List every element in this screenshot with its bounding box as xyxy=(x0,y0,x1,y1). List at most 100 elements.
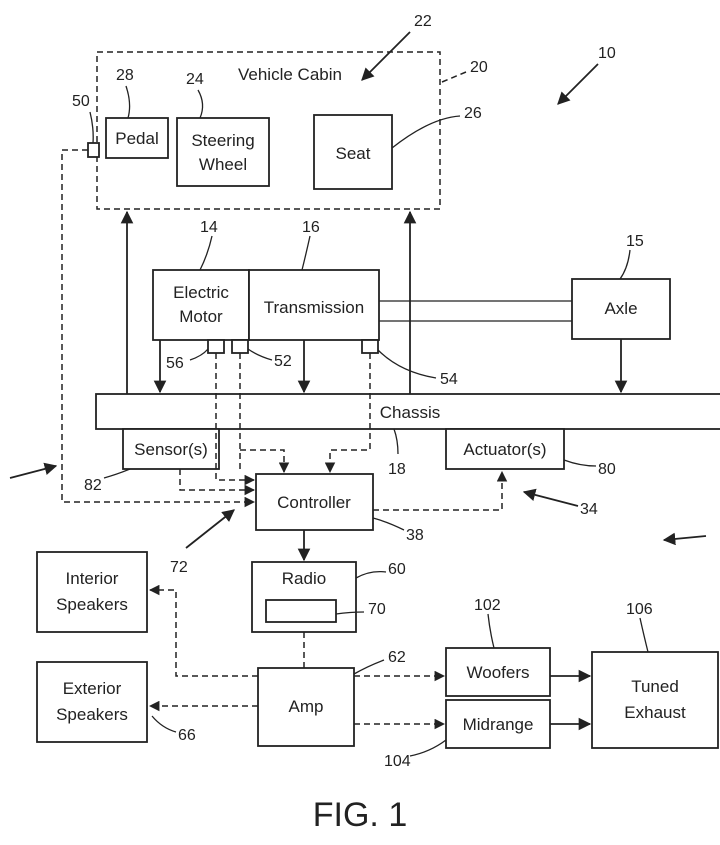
ref-14-leader xyxy=(200,236,212,270)
tuned-exhaust-label-line2: Exhaust xyxy=(624,703,686,722)
ref-82-leader xyxy=(104,469,130,478)
ref-62-leader xyxy=(354,660,384,674)
amp-label: Amp xyxy=(289,697,324,716)
ref-22-arrow xyxy=(362,32,410,80)
controller-label: Controller xyxy=(277,493,351,512)
ref-right-arrow xyxy=(664,536,706,540)
radio-label: Radio xyxy=(282,569,326,588)
ref-22: 22 xyxy=(414,13,432,30)
ref-24: 24 xyxy=(186,71,204,88)
steering-wheel-label-line2: Wheel xyxy=(199,155,247,174)
interior-speakers-label-line1: Interior xyxy=(66,569,119,588)
ref-82: 82 xyxy=(84,477,102,494)
ref-80: 80 xyxy=(598,461,616,478)
steering-wheel-label-line1: Steering xyxy=(191,131,254,150)
ref-left-arrow xyxy=(10,466,56,478)
seat-block: Seat xyxy=(314,115,392,189)
ref-106-leader xyxy=(640,618,648,652)
radio-block: Radio xyxy=(252,562,356,632)
ref-15-leader xyxy=(620,250,630,279)
ref-72-arrow xyxy=(186,510,234,548)
ref-10-arrow xyxy=(558,64,598,104)
midrange-label: Midrange xyxy=(463,715,534,734)
seat-label: Seat xyxy=(336,144,371,163)
exterior-speakers-label-line1: Exterior xyxy=(63,679,122,698)
ref-10: 10 xyxy=(598,45,616,62)
ref-18-leader xyxy=(394,429,398,454)
actuators-label: Actuator(s) xyxy=(463,440,546,459)
axle-block: Axle xyxy=(572,279,670,339)
ref-102: 102 xyxy=(474,597,501,614)
ref-26: 26 xyxy=(464,105,482,122)
ref-102-leader xyxy=(488,614,494,648)
ref-18: 18 xyxy=(388,461,406,478)
tuned-exhaust-label-line1: Tuned xyxy=(631,677,679,696)
woofers-label: Woofers xyxy=(467,663,530,682)
ref-104: 104 xyxy=(384,753,411,770)
ref-28-leader xyxy=(126,86,130,118)
ref-56: 56 xyxy=(166,355,184,372)
ref-34: 34 xyxy=(580,501,598,518)
ref-106: 106 xyxy=(626,601,653,618)
ref-14: 14 xyxy=(200,219,218,236)
steering-wheel-block: Steering Wheel xyxy=(177,118,269,186)
ref-34-arrow xyxy=(524,492,578,506)
chassis-label: Chassis xyxy=(380,403,440,422)
midrange-block: Midrange xyxy=(446,700,550,748)
ref-80-leader xyxy=(564,460,596,466)
ref-62: 62 xyxy=(388,649,406,666)
ref-26-leader xyxy=(392,116,460,148)
ref-16-leader xyxy=(302,236,310,270)
transmission-label: Transmission xyxy=(264,298,364,317)
woofers-block: Woofers xyxy=(446,648,550,696)
ref-60: 60 xyxy=(388,561,406,578)
pedal-sensor-box xyxy=(88,143,99,157)
pedal-label: Pedal xyxy=(115,129,158,148)
amp-block: Amp xyxy=(258,668,354,746)
exterior-speakers-label-line2: Speakers xyxy=(56,705,128,724)
ref-56-leader xyxy=(190,349,208,360)
sensors-block: Sensor(s) xyxy=(123,429,219,469)
interior-speakers-block: Interior Speakers xyxy=(37,552,147,632)
exterior-speakers-block: Exterior Speakers xyxy=(37,662,147,742)
motor-sensor-52-box xyxy=(232,340,248,353)
ref-72: 72 xyxy=(170,559,188,576)
ref-38: 38 xyxy=(406,527,424,544)
pedal-block: Pedal xyxy=(106,118,168,158)
actuators-block: Actuator(s) xyxy=(446,429,564,469)
ref-54: 54 xyxy=(440,371,458,388)
transmission-block: Transmission xyxy=(249,270,379,340)
ref-28: 28 xyxy=(116,67,134,84)
ref-60-leader xyxy=(356,572,386,578)
electric-motor-label-line1: Electric xyxy=(173,283,229,302)
ref-50-leader xyxy=(90,112,93,143)
ref-15: 15 xyxy=(626,233,644,250)
ref-20: 20 xyxy=(470,59,488,76)
ref-52: 52 xyxy=(274,353,292,370)
transmission-sensor-54-box xyxy=(362,340,378,353)
electric-motor-label-line2: Motor xyxy=(179,307,223,326)
ref-104-leader xyxy=(410,740,446,756)
axle-label: Axle xyxy=(604,299,637,318)
ref-50: 50 xyxy=(72,93,90,110)
amp-to-interior-speakers-dashed xyxy=(150,590,258,676)
ref-66-leader xyxy=(152,716,176,732)
ref-54-leader xyxy=(378,350,436,378)
ref-52-leader xyxy=(248,349,272,360)
controller-block: Controller xyxy=(256,474,373,530)
vehicle-cabin-label: Vehicle Cabin xyxy=(238,65,342,84)
tuned-exhaust-block: Tuned Exhaust xyxy=(592,652,718,748)
radio-display-box xyxy=(266,600,336,622)
ref-20-leader xyxy=(442,72,466,82)
ref-70: 70 xyxy=(368,601,386,618)
chassis-block: Chassis xyxy=(96,394,720,429)
figure-label: FIG. 1 xyxy=(313,796,407,834)
motor-sensor-56-box xyxy=(208,340,224,353)
ref-66: 66 xyxy=(178,727,196,744)
sensor-52-to-controller-dashed xyxy=(240,450,284,472)
ref-24-leader xyxy=(198,90,203,118)
electric-motor-block: Electric Motor xyxy=(153,270,249,340)
sensors-label: Sensor(s) xyxy=(134,440,208,459)
interior-speakers-label-line2: Speakers xyxy=(56,595,128,614)
